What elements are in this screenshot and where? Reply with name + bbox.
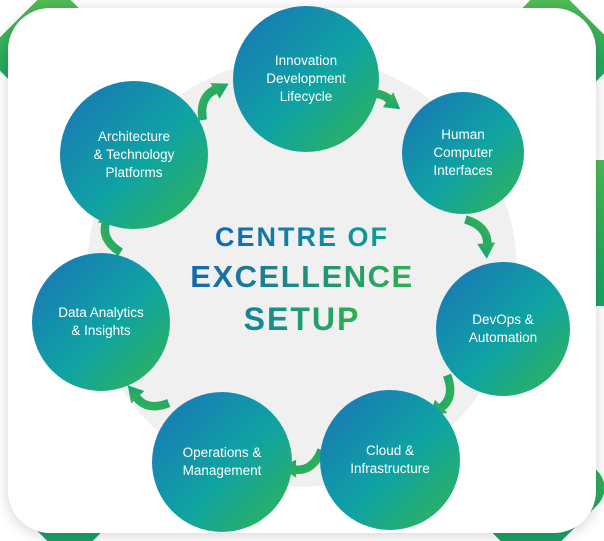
page-title: CENTRE OF EXCELLENCE SETUP bbox=[0, 222, 604, 337]
node-innovation-development-lifecycle: Innovation Development Lifecycle bbox=[233, 6, 379, 152]
title-line-3: SETUP bbox=[243, 300, 361, 337]
arrow-human-to-devops-icon bbox=[458, 213, 498, 260]
node-data-analytics-insights: Data Analytics & Insights bbox=[32, 253, 170, 391]
node-label: Cloud & Infrastructure bbox=[350, 442, 430, 476]
node-label: Architecture & Technology Platforms bbox=[93, 128, 175, 181]
node-cloud-infrastructure: Cloud & Infrastructure bbox=[320, 390, 460, 530]
title-line-1: CENTRE OF bbox=[214, 222, 389, 252]
node-label: Human Computer Interfaces bbox=[433, 126, 493, 179]
node-operations-management: Operations & Management bbox=[152, 392, 292, 532]
node-label: Data Analytics & Insights bbox=[58, 304, 144, 338]
node-label: DevOps & Automation bbox=[468, 311, 538, 345]
node-label: Operations & Management bbox=[182, 444, 262, 478]
node-label: Innovation Development Lifecycle bbox=[266, 52, 346, 105]
node-architecture-technology-platforms: Architecture & Technology Platforms bbox=[60, 81, 208, 229]
arrow-architecture-to-innovation-icon bbox=[184, 73, 242, 128]
node-human-computer-interfaces: Human Computer Interfaces bbox=[402, 92, 524, 214]
arrow-operations-to-data-icon bbox=[119, 367, 178, 427]
title-line-2: EXCELLENCE bbox=[190, 259, 414, 295]
node-devops-automation: DevOps & Automation bbox=[436, 262, 570, 396]
